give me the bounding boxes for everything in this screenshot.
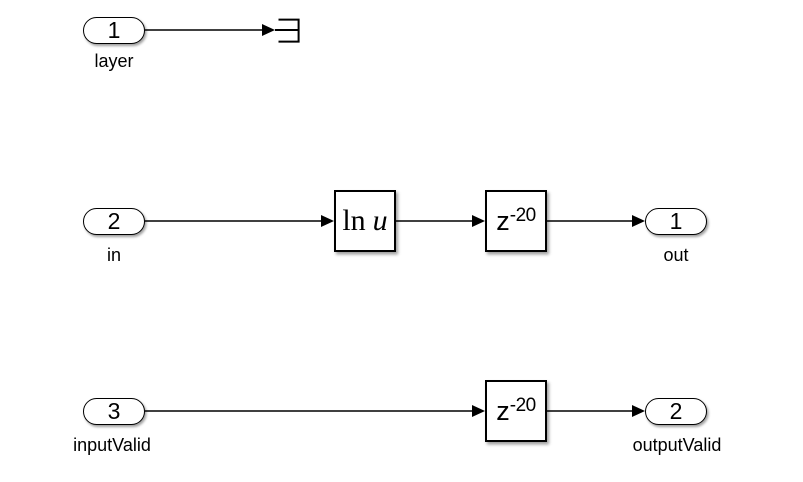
wire-log-to-delay1[interactable] <box>396 215 485 227</box>
arrowhead-icon <box>632 215 645 227</box>
outport-label-outputvalid[interactable]: outputValid <box>632 435 722 455</box>
terminator-stub-icon[interactable] <box>275 18 300 43</box>
arrowhead-icon <box>321 215 334 227</box>
arrowhead-icon <box>472 215 485 227</box>
port-number: 1 <box>107 17 121 43</box>
outport-label-out[interactable]: out <box>663 245 689 265</box>
port-number: 3 <box>107 398 121 424</box>
delay-exponent-text: -20 <box>509 394 536 416</box>
wire-inputvalid-to-delay2[interactable] <box>145 405 485 417</box>
port-number: 2 <box>107 208 121 234</box>
log-function-text: ln <box>342 204 366 237</box>
delay-base-text: z <box>496 205 510 236</box>
arrowhead-icon <box>262 24 275 36</box>
wire-delay1-to-out[interactable] <box>547 215 645 227</box>
delay-block-expression: z-20 <box>496 394 536 426</box>
wire-layer-to-stub[interactable] <box>145 24 275 36</box>
inport-block-layer[interactable]: 1 <box>83 16 145 44</box>
inport-block-in[interactable]: 2 <box>83 207 145 235</box>
delay-block-signal[interactable]: z-20 <box>485 190 547 252</box>
log-argument-text: u <box>372 204 388 237</box>
outport-block-out[interactable]: 1 <box>645 207 707 235</box>
delay-block-valid[interactable]: z-20 <box>485 380 547 442</box>
port-number: 1 <box>669 208 683 234</box>
inport-label-in[interactable]: in <box>106 245 122 265</box>
arrowhead-icon <box>472 405 485 417</box>
inport-block-inputvalid[interactable]: 3 <box>83 397 145 425</box>
delay-base-text: z <box>496 395 510 426</box>
inport-label-layer[interactable]: layer <box>94 51 134 71</box>
outport-block-outputvalid[interactable]: 2 <box>645 397 707 425</box>
arrowhead-icon <box>632 405 645 417</box>
wire-delay2-to-outputvalid[interactable] <box>547 405 645 417</box>
delay-block-expression: z-20 <box>496 204 536 236</box>
inport-label-inputvalid[interactable]: inputValid <box>73 435 151 455</box>
port-number: 2 <box>669 398 683 424</box>
delay-exponent-text: -20 <box>509 204 536 226</box>
wire-in-to-log[interactable] <box>145 215 334 227</box>
